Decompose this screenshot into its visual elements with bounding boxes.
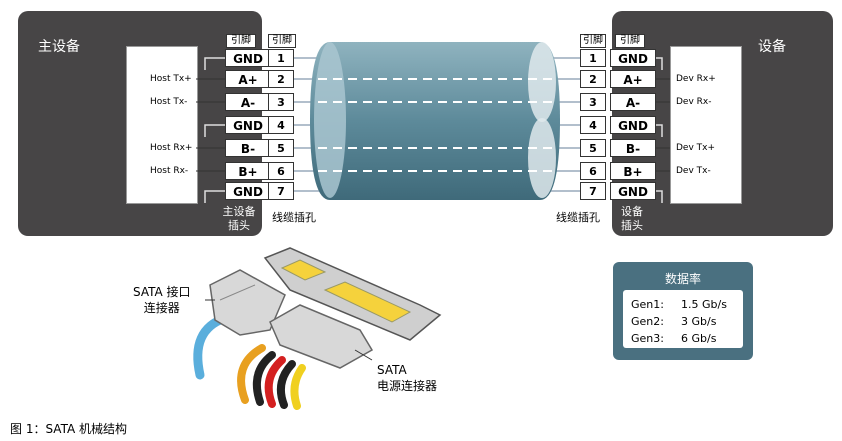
signal-dashes — [318, 78, 552, 172]
host-pin-number: 1 — [268, 49, 294, 67]
device-connector-label-line2: 插头 — [621, 219, 643, 232]
device-pin-number: 3 — [580, 93, 606, 111]
sata-power-label-line1: SATA — [377, 363, 407, 377]
sata-power-label-line2: 电源连接器 — [377, 379, 438, 393]
device-pin-number: 6 — [580, 162, 606, 180]
host-signal-arrows — [196, 78, 225, 172]
data-rate-value: 1.5 Gb/s — [681, 298, 727, 311]
sata-interface-label-line1: SATA 接口 — [133, 285, 191, 299]
data-contact-strip — [280, 259, 327, 281]
host-pin-number: 3 — [268, 93, 294, 111]
yellow-wire — [290, 364, 306, 410]
device-pin-name: GND — [610, 182, 656, 200]
host-title: 主设备 — [38, 39, 80, 55]
device-pin-name: A+ — [610, 70, 656, 88]
data-rate-table: Gen1: Gen2: Gen3: 1.5 Gb/s 3 Gb/s 6 Gb/s — [623, 290, 743, 348]
device-connector-label-line1: 设备 — [621, 205, 643, 218]
device-pin-number: 2 — [580, 70, 606, 88]
host-ground-arrows — [204, 57, 225, 203]
figure-caption: 图 1：SATA 机械结构 — [10, 422, 127, 436]
device-socket-pin-header: 引脚 — [580, 34, 606, 48]
sata-power-label: SATA 电源连接器 — [377, 362, 437, 394]
power-contact-strip — [323, 281, 412, 323]
black-wire-1 — [253, 351, 276, 406]
device-inner-box — [670, 46, 742, 204]
host-inner-box — [126, 46, 198, 204]
device-pin-number: 1 — [580, 49, 606, 67]
host-pin-name: GND — [225, 49, 271, 67]
host-signal-label: Host Rx- — [150, 166, 189, 176]
host-signal-label: Host Tx- — [150, 97, 188, 107]
host-pin-number: 7 — [268, 182, 294, 200]
data-rate-value: 3 Gb/s — [681, 315, 717, 328]
device-signal-label: Dev Tx+ — [676, 143, 716, 153]
host-connector-label-line1: 主设备 — [222, 205, 256, 218]
device-pin-header: 引脚 — [615, 34, 645, 48]
host-signal-label: Host Rx+ — [150, 143, 193, 153]
host-signal-label: Host Tx+ — [150, 74, 192, 84]
host-pin-name: A+ — [225, 70, 271, 88]
cable-end-right-lower — [528, 118, 556, 198]
device-pin-number: 5 — [580, 139, 606, 157]
data-rate-value: 6 Gb/s — [681, 332, 717, 345]
host-pin-number: 5 — [268, 139, 294, 157]
device-connector-label: 设备 插头 — [612, 205, 652, 233]
device-title: 设备 — [758, 39, 786, 55]
device-pin-name: GND — [610, 49, 656, 67]
sata-interface-label-line2: 连接器 — [143, 301, 180, 315]
data-rate-gen: Gen2: — [631, 315, 664, 328]
host-socket-pin-header: 引脚 — [268, 34, 296, 48]
device-pin-name: B- — [610, 139, 656, 157]
data-rate-gen: Gen1: — [631, 298, 664, 311]
orange-wire — [237, 344, 266, 404]
sata-interface-label: SATA 接口 连接器 — [133, 284, 191, 316]
red-wire — [264, 356, 286, 408]
host-pin-number: 2 — [268, 70, 294, 88]
host-pin-name: B+ — [225, 162, 271, 180]
blue-cable — [193, 313, 230, 380]
device-pin-name: B+ — [610, 162, 656, 180]
device-pin-number: 4 — [580, 116, 606, 134]
host-cable-socket-label: 线缆插孔 — [272, 211, 316, 224]
sata-data-plug — [209, 269, 286, 336]
black-wire-2 — [276, 360, 296, 409]
host-connector-label-line2: 插头 — [228, 219, 250, 232]
host-pin-header: 引脚 — [226, 34, 256, 48]
host-pin-name: A- — [225, 93, 271, 111]
host-connector-label: 主设备 插头 — [215, 205, 263, 233]
cable-end-left — [314, 42, 346, 198]
data-rate-box: 数据率 Gen1: Gen2: Gen3: 1.5 Gb/s 3 Gb/s 6 … — [613, 262, 753, 360]
device-pin-name: GND — [610, 116, 656, 134]
device-pin-number: 7 — [580, 182, 606, 200]
host-pin-name: GND — [225, 182, 271, 200]
data-rate-title: 数据率 — [664, 272, 701, 286]
device-cable-socket-label: 线缆插孔 — [556, 211, 600, 224]
device-signal-label: Dev Rx+ — [676, 74, 716, 84]
device-signal-label: Dev Tx- — [676, 166, 711, 176]
cable-body — [310, 42, 560, 200]
data-rate-gen: Gen3: — [631, 332, 664, 345]
sata-power-plug — [269, 304, 374, 369]
host-pin-number: 4 — [268, 116, 294, 134]
host-pin-number: 6 — [268, 162, 294, 180]
device-pin-name: A- — [610, 93, 656, 111]
device-signal-label: Dev Rx- — [676, 97, 712, 107]
